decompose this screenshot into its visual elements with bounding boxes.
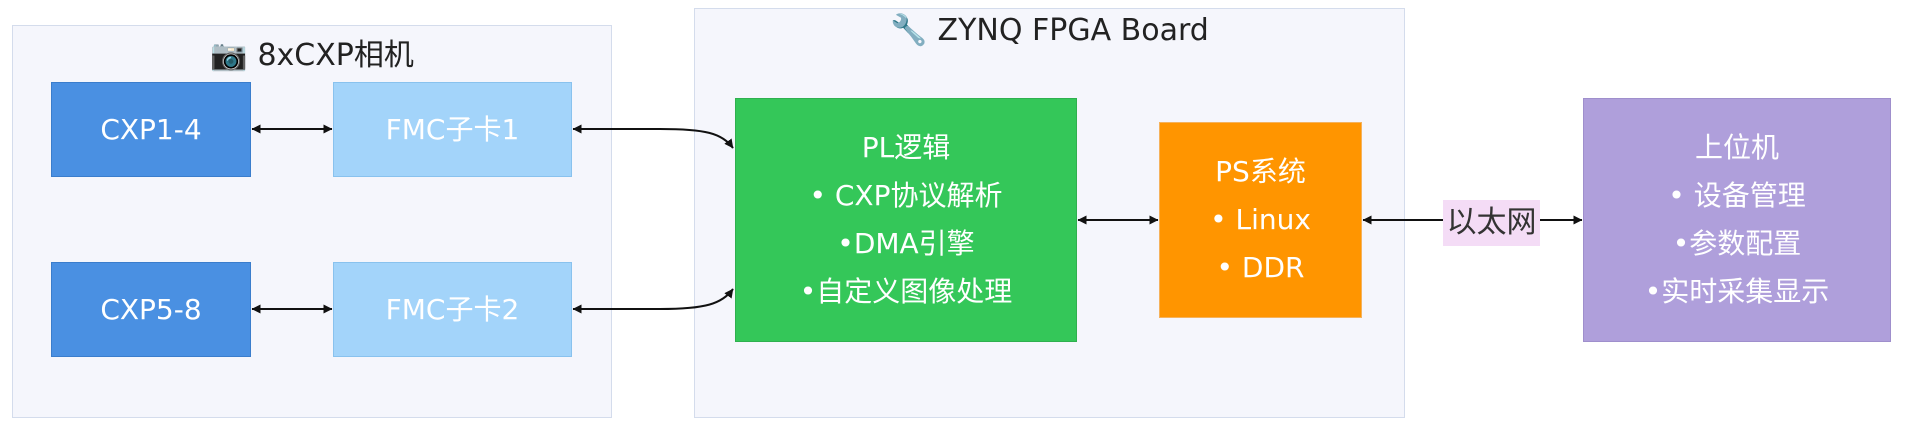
node-bullet: •参数配置 <box>1672 227 1802 260</box>
node-bullet: • 设备管理 <box>1668 179 1806 212</box>
node-label: FMC子卡1 <box>385 112 520 146</box>
wrench-icon: 🔧 <box>890 13 928 48</box>
node-label: FMC子卡2 <box>385 292 520 326</box>
node-bullet: • DDR <box>1216 251 1305 284</box>
node-bullet: •实时采集显示 <box>1644 275 1830 308</box>
node-title: PL逻辑 <box>861 131 951 164</box>
node-bullet: •DMA引擎 <box>837 227 975 260</box>
node-bullet: •自定义图像处理 <box>799 275 1013 308</box>
node-label: CXP5-8 <box>100 292 202 326</box>
pl-logic-node[interactable]: PL逻辑 • CXP协议解析 •DMA引擎 •自定义图像处理 <box>735 98 1077 342</box>
node-label: CXP1-4 <box>100 112 202 146</box>
node-title: PS系统 <box>1215 155 1306 188</box>
edge-fmc2-pl <box>572 288 734 314</box>
camera-icon: 📷 <box>210 38 248 73</box>
cxp5-8-node[interactable]: CXP5-8 <box>51 262 251 357</box>
node-bullet: • CXP协议解析 <box>809 179 1003 212</box>
ps-system-node[interactable]: PS系统 • Linux • DDR <box>1159 122 1362 318</box>
camera-group-label: 8xCXP相机 <box>257 38 414 73</box>
node-bullet: • Linux <box>1210 203 1311 236</box>
fpga-board-group-title: 🔧 ZYNQ FPGA Board <box>695 13 1404 48</box>
ethernet-edge-label: 以太网 <box>1443 200 1540 246</box>
fpga-board-group-label: ZYNQ FPGA Board <box>937 13 1209 48</box>
node-title: 上位机 <box>1694 131 1779 164</box>
fmc-card-2-node[interactable]: FMC子卡2 <box>333 262 572 357</box>
cxp1-4-node[interactable]: CXP1-4 <box>51 82 251 177</box>
host-pc-node[interactable]: 上位机 • 设备管理 •参数配置 •实时采集显示 <box>1583 98 1891 342</box>
camera-group-title: 📷 8xCXP相机 <box>13 30 611 74</box>
edge-fmc1-pl <box>572 124 734 149</box>
fmc-card-1-node[interactable]: FMC子卡1 <box>333 82 572 177</box>
